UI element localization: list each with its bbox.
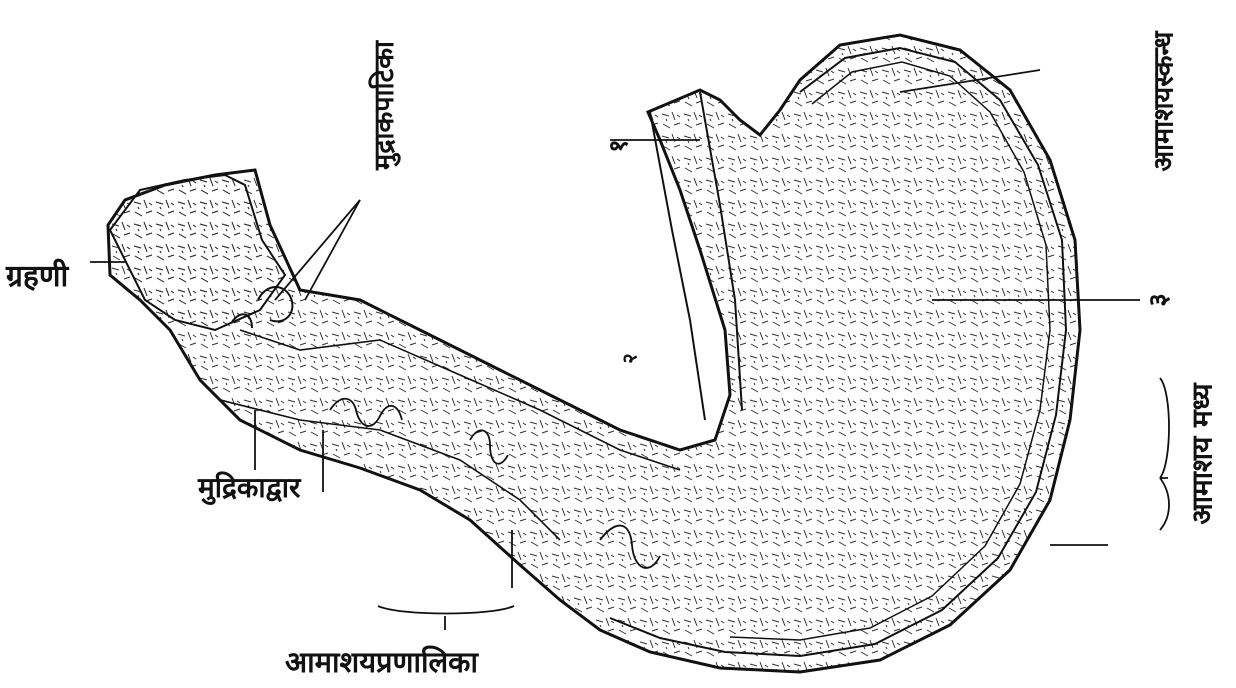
label-kapatika: मुद्राकपाटिका [371,41,398,170]
stomach-outline [108,35,1080,672]
label-mudrikadvar: मुद्रिकाद्वार [198,474,300,502]
marker-number-1: १ [599,139,635,153]
marker-number-3: ३ [1139,293,1175,307]
marker-number-2: २ [616,353,643,363]
label-skandha: आमाशयस्कन्ध [1151,31,1178,171]
label-madhya: आमाशय मध्य [1189,383,1217,524]
label-pranalika: आमाशयप्रणालिका [285,648,478,677]
label-grahani: ग्रहणी [6,262,68,292]
